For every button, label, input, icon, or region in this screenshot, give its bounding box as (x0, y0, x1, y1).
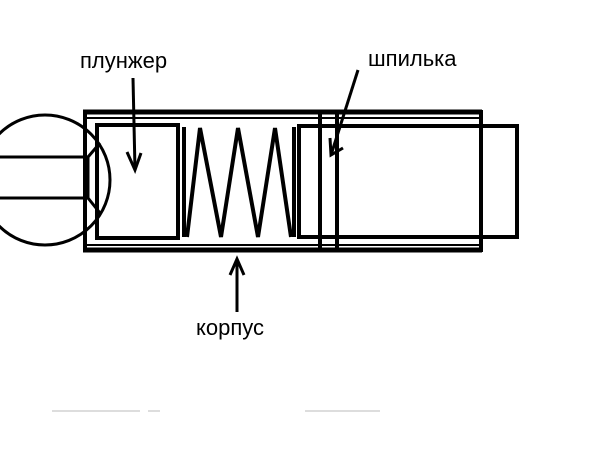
housing-label: корпус (196, 315, 265, 340)
plunger-label: плунжер (80, 48, 168, 73)
pin-label: шпилька (368, 46, 457, 71)
plunger-arrow (125, 77, 143, 175)
plunger (95, 123, 180, 240)
housing-arrow (228, 255, 246, 312)
pin-arrow (328, 69, 360, 158)
spring (182, 127, 296, 238)
housing (83, 109, 483, 253)
pin (297, 124, 519, 239)
bolt-head (0, 113, 112, 247)
housing-partition (318, 112, 339, 250)
